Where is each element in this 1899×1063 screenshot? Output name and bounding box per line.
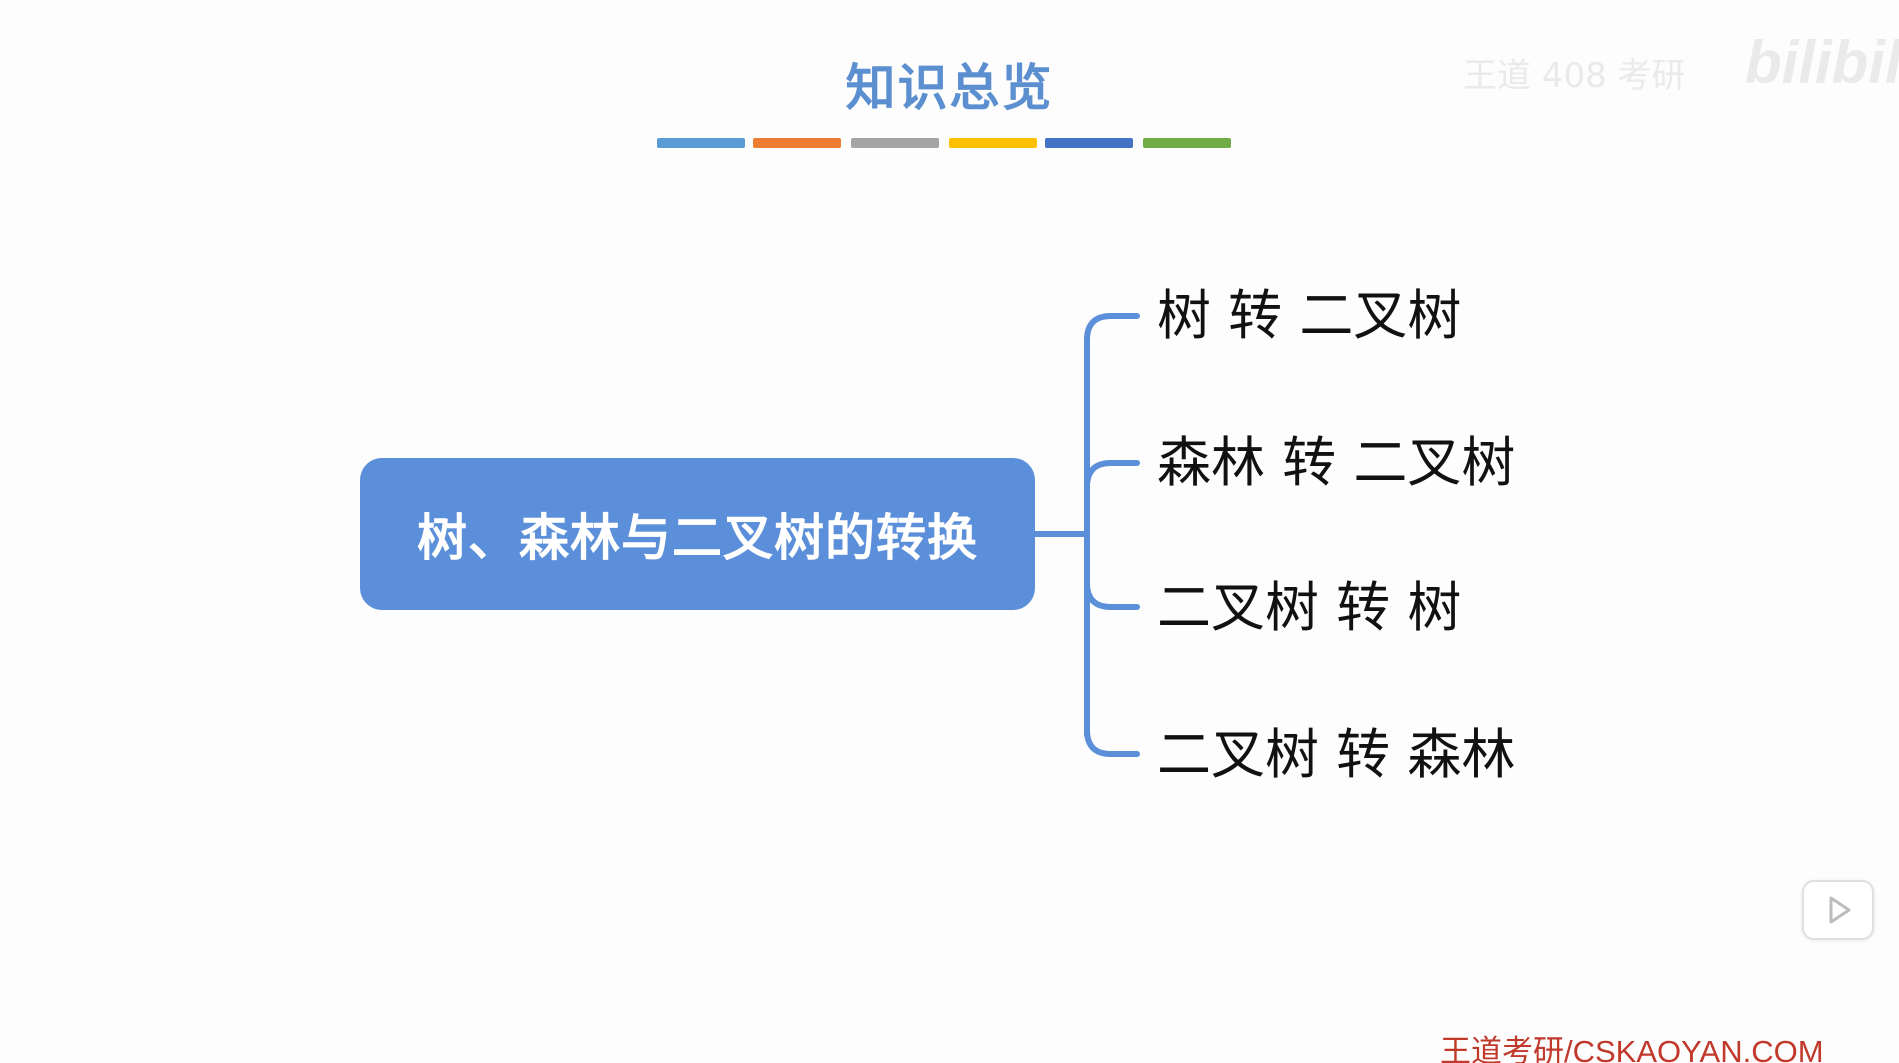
branch-item-4: 二叉树 转 森林	[1157, 723, 1516, 786]
branch-connector-2	[1084, 460, 1140, 490]
footer-brand: 王道考研/CSKAOYAN.COM	[1440, 1034, 1824, 1063]
branch-connector-1	[1084, 313, 1140, 343]
page-title: 知识总览	[845, 58, 1054, 117]
play-button[interactable]	[1802, 880, 1874, 940]
color-bar-5	[1045, 138, 1133, 148]
color-bar-2	[753, 138, 841, 148]
bilibili-logo: bilibili	[1745, 29, 1899, 96]
branch-item-1: 树 转 二叉树	[1157, 284, 1462, 347]
watermark-text: 王道 408 考研	[1463, 56, 1686, 96]
branch-item-2: 森林 转 二叉树	[1157, 431, 1516, 494]
branch-connector-4	[1084, 727, 1140, 757]
color-bar-6	[1143, 138, 1231, 148]
root-node-label: 树、森林与二叉树的转换	[417, 509, 978, 567]
color-bar-4	[949, 138, 1037, 148]
branch-item-3: 二叉树 转 树	[1157, 576, 1462, 639]
play-icon	[1829, 896, 1851, 924]
root-node: 树、森林与二叉树的转换	[360, 458, 1035, 610]
color-bar-3	[851, 138, 939, 148]
branch-connector-3	[1084, 580, 1140, 610]
color-bar-1	[657, 138, 745, 148]
